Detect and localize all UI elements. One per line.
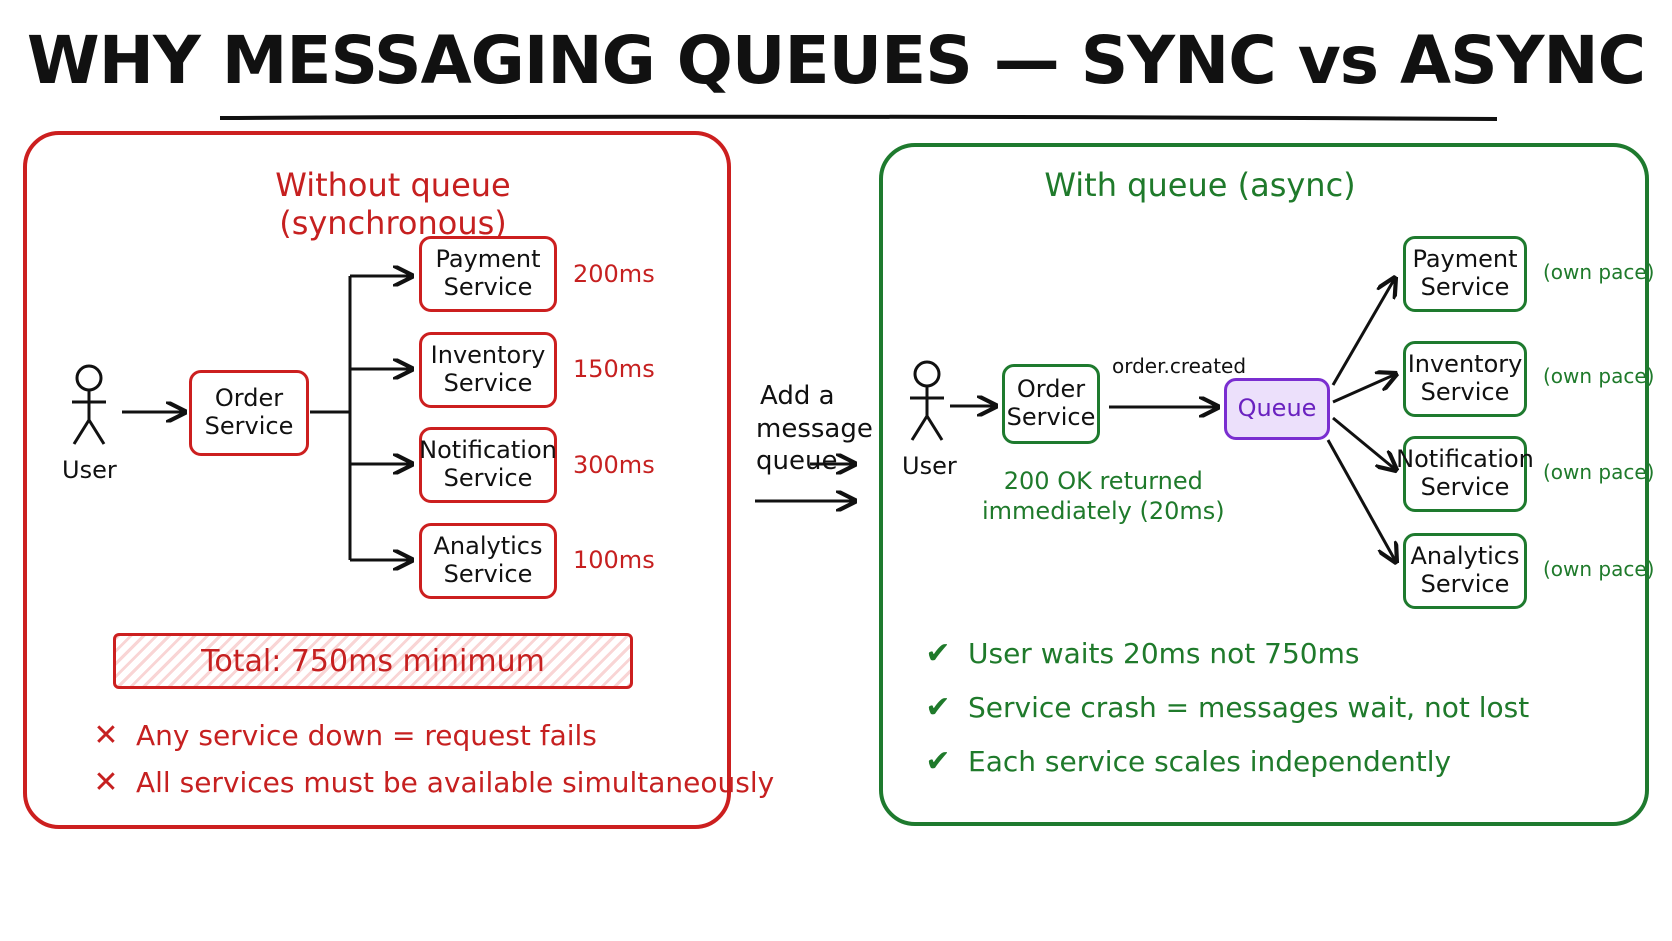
transition-label-line3: queue [756,446,838,476]
async-panel-heading: With queue (async) [1044,166,1356,204]
sync-order-service-box: Order Service [189,370,309,456]
sync-payment-service-box: Payment Service [419,236,557,312]
check-icon: ✔ [925,690,951,725]
check-icon: ✔ [925,636,951,671]
async-pro-1: ✔ User waits 20ms not 750ms [922,636,1359,671]
async-inventory-note: (own pace) [1543,364,1655,388]
sync-user-label: User [62,456,117,484]
async-notification-service-box: Notification Service [1396,436,1534,512]
page-title: WHY MESSAGING QUEUES — SYNC vs ASYNC [26,22,1646,99]
sync-notification-latency: 300ms [573,451,655,479]
sync-con-2: ✕ All services must be available simulta… [90,765,774,800]
sync-con-2-text: All services must be available simultane… [136,766,775,799]
cross-icon: ✕ [93,765,119,800]
sync-analytics-latency: 100ms [573,546,655,574]
sync-notification-service-box: Notification Service [419,427,557,503]
transition-label: Add a message queue [756,380,873,478]
async-pro-3: ✔ Each service scales independently [922,744,1451,779]
queue-box: Queue [1224,378,1330,440]
transition-label-line1: Add a [760,381,835,411]
arrow-queue-to-payment [1331,278,1395,386]
async-pro-2-text: Service crash = messages wait, not lost [968,691,1530,724]
sync-user-stick-figure-icon [72,364,106,445]
sync-inventory-service-box: Inventory Service [419,332,557,408]
async-order-service-box: Order Service [1002,364,1100,444]
async-inventory-service-box: Inventory Service [1403,341,1527,417]
check-icon: ✔ [925,744,951,779]
async-response-line1: 200 OK returned [1003,467,1203,495]
sync-panel-heading: Without queue (synchronous) [275,166,511,242]
async-user-label: User [902,452,957,480]
sync-con-1-text: Any service down = request fails [136,719,597,752]
sync-total-latency-bar: Total: 750ms minimum [113,633,633,689]
sync-payment-latency: 200ms [573,260,655,288]
cross-icon: ✕ [93,718,119,753]
arrow-queue-to-analytics [1326,439,1396,562]
transition-label-line2: message [756,413,873,444]
sync-con-1: ✕ Any service down = request fails [90,718,597,753]
async-analytics-note: (own pace) [1543,557,1655,581]
async-panel [879,143,1649,826]
async-pro-2: ✔ Service crash = messages wait, not los… [922,690,1529,725]
async-notification-note: (own pace) [1543,460,1655,484]
async-user-stick-figure-icon [910,360,944,441]
async-pro-3-text: Each service scales independently [968,745,1452,778]
async-payment-note: (own pace) [1543,260,1655,284]
sync-inventory-latency: 150ms [573,355,655,383]
sync-analytics-service-box: Analytics Service [419,523,557,599]
async-event-label: order.created [1112,354,1247,378]
async-payment-service-box: Payment Service [1403,236,1527,312]
async-analytics-service-box: Analytics Service [1403,533,1527,609]
sync-panel [23,131,731,829]
arrow-queue-to-notification [1332,416,1396,470]
async-pro-1-text: User waits 20ms not 750ms [968,637,1360,670]
async-response-note: 200 OK returned immediately (20ms) [982,466,1225,526]
arrow-queue-to-inventory [1332,374,1396,404]
async-response-line2: immediately (20ms) [982,497,1225,525]
